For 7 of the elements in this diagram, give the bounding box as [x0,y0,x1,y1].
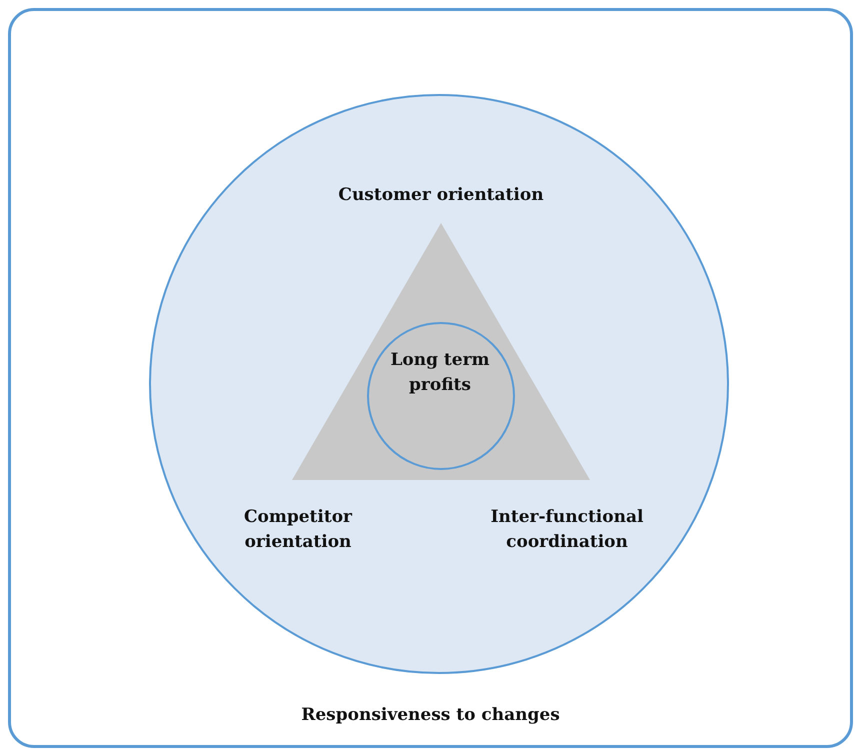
node-label: Responsiveness to changes [300,704,561,727]
vertex-label: Competitor orientation [242,506,354,554]
inner-circle [367,322,515,470]
vertex-label: Inter-functional coordination [490,506,644,554]
node-label: Long term profits [389,349,491,397]
vertex-label: Customer orientation [337,184,545,207]
rounded-frame [8,8,853,748]
